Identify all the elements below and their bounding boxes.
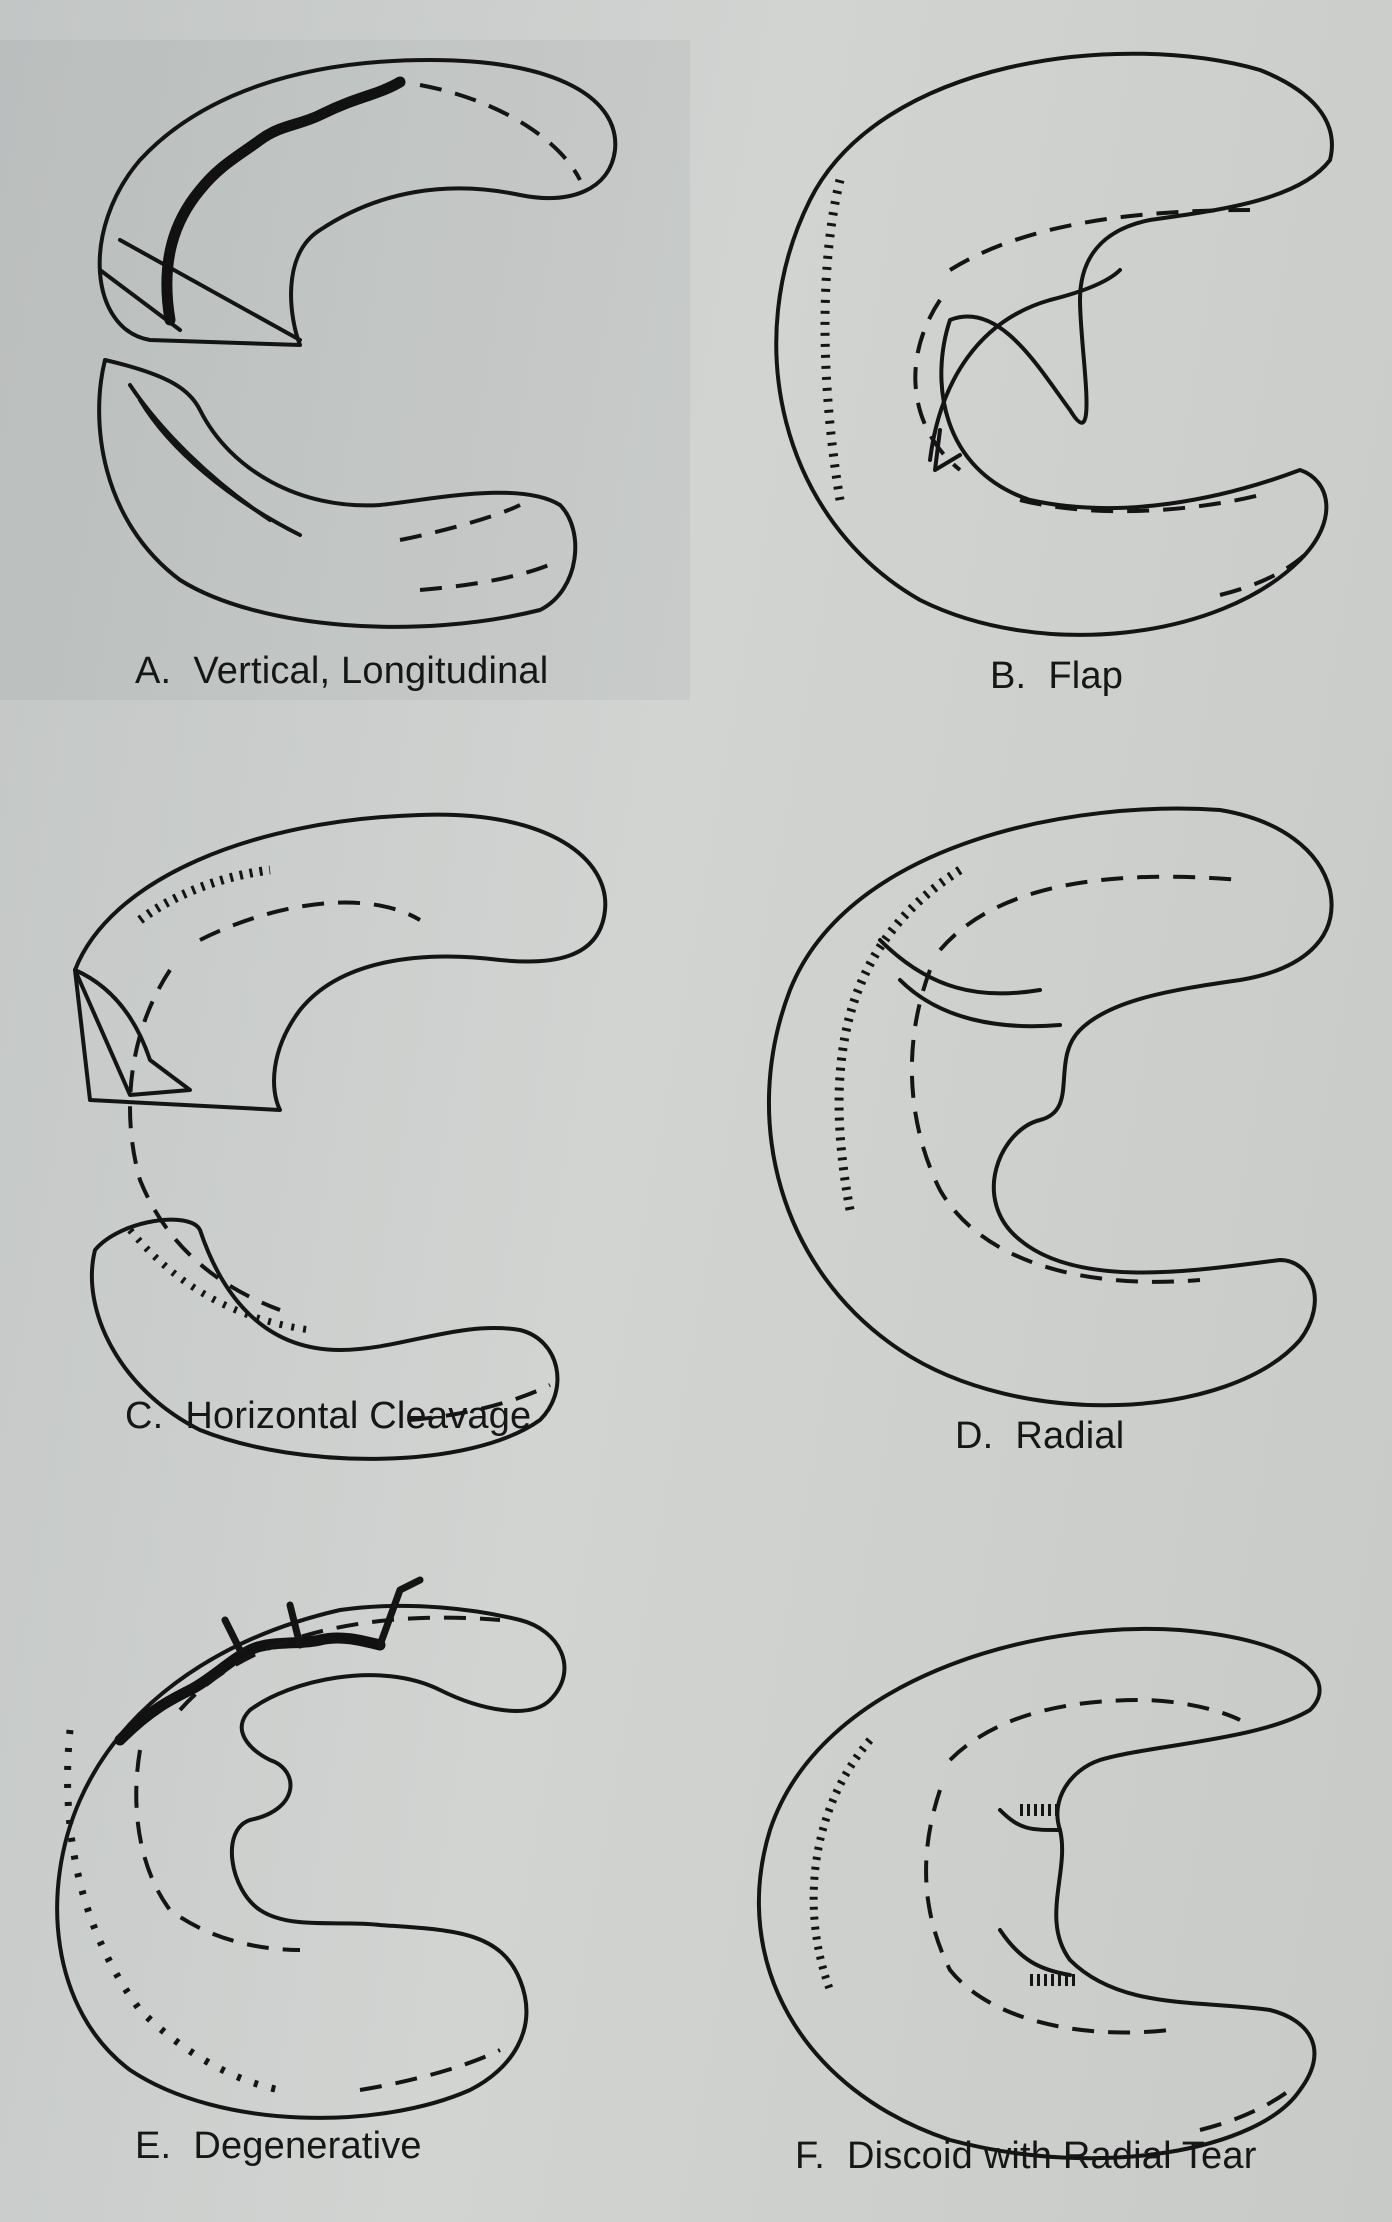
caption-letter: C. xyxy=(125,1395,164,1437)
panel-a: A. Vertical, Longitudinal xyxy=(0,0,690,720)
meniscus-horizontal-cleavage-illustration xyxy=(73,812,608,1461)
panel-b: B. Flap xyxy=(700,0,1392,720)
caption-letter: A. xyxy=(135,650,172,692)
panel-d: D. Radial xyxy=(700,790,1392,1490)
caption-letter: D. xyxy=(955,1415,994,1457)
panel-c: C. Horizontal Cleavage xyxy=(0,790,690,1490)
shaded-block xyxy=(0,40,690,700)
caption-label: Discoid with Radial Tear xyxy=(846,2135,1257,2177)
caption-d: D. Radial xyxy=(955,1415,1124,1458)
caption-letter: B. xyxy=(990,655,1027,697)
caption-c: C. Horizontal Cleavage xyxy=(125,1395,531,1438)
caption-label: Flap xyxy=(1048,655,1124,697)
caption-a: A. Vertical, Longitudinal xyxy=(135,650,548,693)
caption-label: Degenerative xyxy=(193,2125,422,2167)
meniscus-vertical-longitudinal-illustration xyxy=(97,58,618,629)
caption-letter: F. xyxy=(795,2135,825,2177)
meniscus-flap-illustration xyxy=(774,51,1334,637)
caption-label: Radial xyxy=(1015,1415,1125,1457)
meniscus-discoid-radial-tear-illustration xyxy=(756,1626,1322,2161)
meniscus-degenerative-illustration xyxy=(55,1576,567,2120)
panel-f: F. Discoid with Radial Tear xyxy=(700,1510,1392,2222)
caption-letter: E. xyxy=(135,2125,172,2167)
meniscus-radial-illustration xyxy=(766,806,1334,1408)
caption-label: Vertical, Longitudinal xyxy=(193,650,549,692)
caption-e: E. Degenerative xyxy=(135,2125,422,2168)
caption-f: F. Discoid with Radial Tear xyxy=(795,2135,1257,2178)
caption-b: B. Flap xyxy=(990,655,1123,698)
panel-e: E. Degenerative xyxy=(0,1510,690,2222)
caption-label: Horizontal Cleavage xyxy=(185,1395,532,1437)
